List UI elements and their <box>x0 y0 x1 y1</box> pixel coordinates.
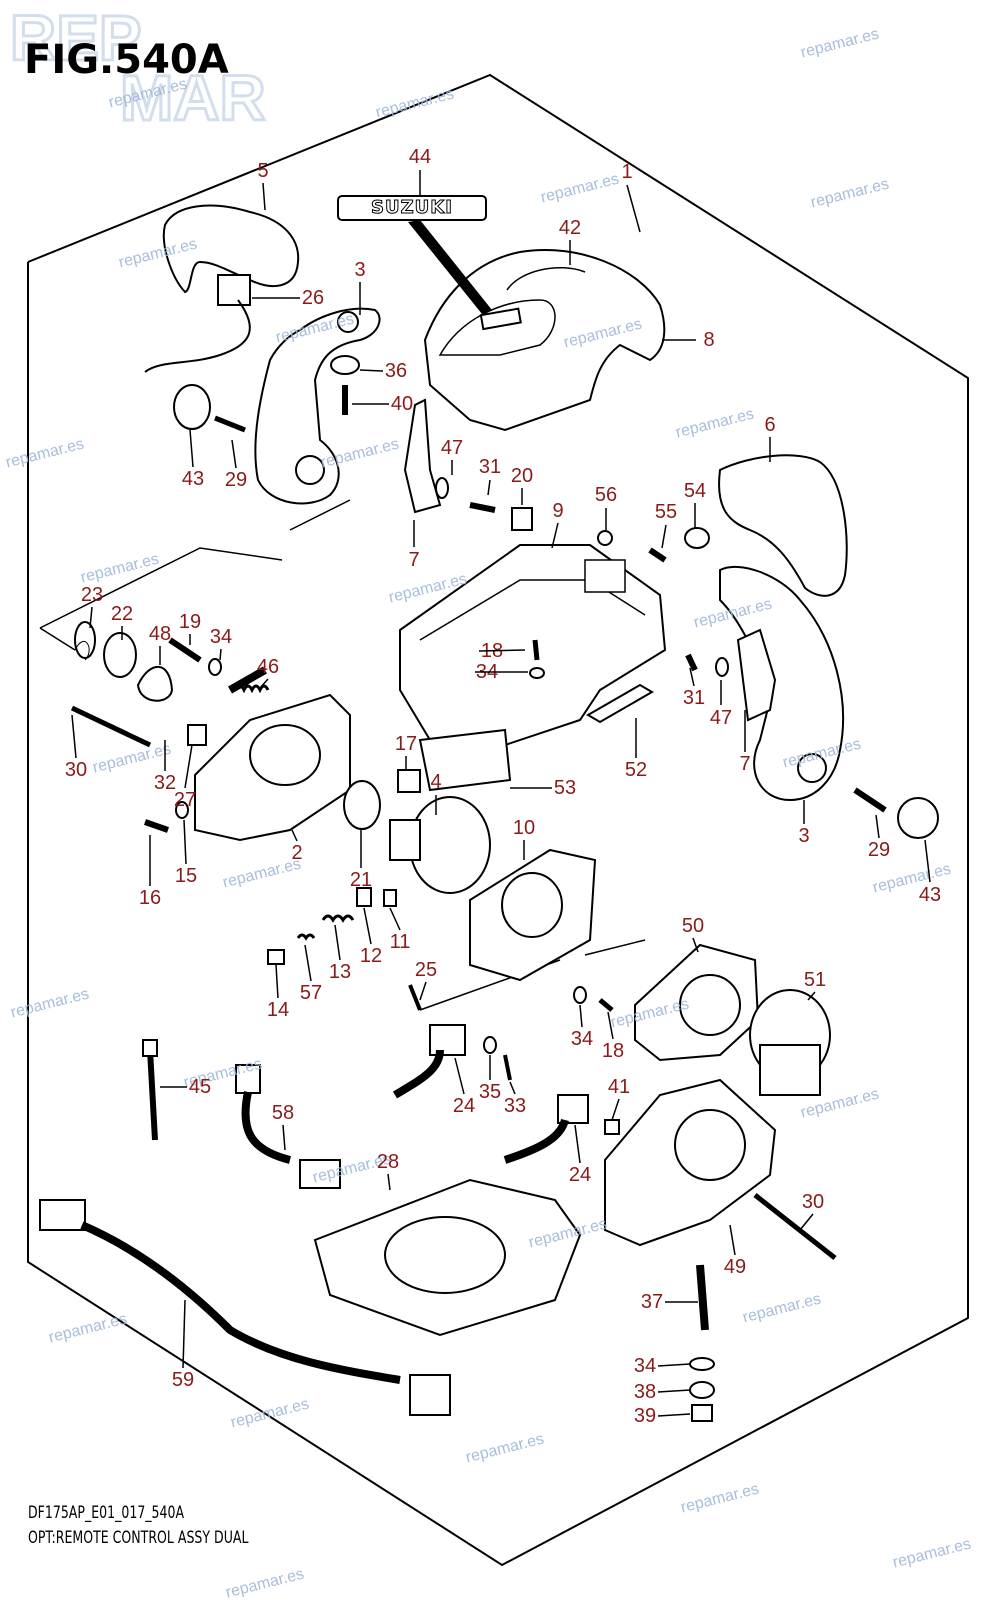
callout-41: 41 <box>607 1076 631 1098</box>
callout-32: 32 <box>153 772 177 794</box>
callout-29: 29 <box>867 839 891 861</box>
callout-30: 30 <box>801 1191 825 1213</box>
callout-14: 14 <box>266 999 290 1021</box>
callout-18: 18 <box>601 1040 625 1062</box>
callout-23: 23 <box>80 584 104 606</box>
callout-47: 47 <box>709 707 733 729</box>
callout-16: 16 <box>138 887 162 909</box>
callout-48: 48 <box>148 623 172 645</box>
callout-39: 39 <box>633 1405 657 1427</box>
callout-54: 54 <box>683 480 707 502</box>
callout-52: 52 <box>624 759 648 781</box>
svg-text:REP: REP <box>10 2 142 74</box>
callout-25: 25 <box>414 959 438 981</box>
callout-38: 38 <box>633 1381 657 1403</box>
callout-46: 46 <box>256 656 280 678</box>
callout-4: 4 <box>430 771 442 793</box>
callout-3: 3 <box>354 259 366 281</box>
callout-49: 49 <box>723 1256 747 1278</box>
callout-7: 7 <box>408 549 420 571</box>
callout-13: 13 <box>328 961 352 983</box>
callout-58: 58 <box>271 1102 295 1124</box>
callout-35: 35 <box>478 1081 502 1103</box>
suzuki-badge <box>337 195 487 221</box>
callout-20: 20 <box>510 465 534 487</box>
callout-40: 40 <box>390 393 414 415</box>
callout-18: 18 <box>480 640 504 662</box>
suzuki-badge-text: SUZUKI <box>371 197 453 219</box>
callout-10: 10 <box>512 817 536 839</box>
callout-56: 56 <box>594 484 618 506</box>
callout-57: 57 <box>299 982 323 1004</box>
callout-34: 34 <box>633 1355 657 1377</box>
callout-12: 12 <box>359 945 383 967</box>
callout-17: 17 <box>394 733 418 755</box>
svg-text:MAR: MAR <box>120 62 266 130</box>
callout-7: 7 <box>739 753 751 775</box>
callout-36: 36 <box>384 360 408 382</box>
callout-31: 31 <box>478 456 502 478</box>
callout-3: 3 <box>798 825 810 847</box>
repamar-logo: REP MAR <box>9 1 268 131</box>
callout-24: 24 <box>452 1095 476 1117</box>
callout-8: 8 <box>703 329 715 351</box>
callout-47: 47 <box>440 437 464 459</box>
callout-42: 42 <box>558 217 582 239</box>
callout-34: 34 <box>475 661 499 683</box>
callout-1: 1 <box>621 161 633 183</box>
callout-9: 9 <box>552 500 564 522</box>
callout-15: 15 <box>174 865 198 887</box>
callout-34: 34 <box>570 1028 594 1050</box>
callout-28: 28 <box>376 1151 400 1173</box>
callout-34: 34 <box>209 626 233 648</box>
callout-30: 30 <box>64 759 88 781</box>
callout-2: 2 <box>291 842 303 864</box>
callout-5: 5 <box>257 160 269 182</box>
top-cover <box>423 248 666 432</box>
callout-37: 37 <box>640 1291 664 1313</box>
callout-21: 21 <box>349 869 373 891</box>
handle-grip-6 <box>718 454 848 597</box>
callout-6: 6 <box>764 414 776 436</box>
callout-59: 59 <box>171 1369 195 1391</box>
callout-43: 43 <box>181 468 205 490</box>
handle-grip-5 <box>162 204 300 294</box>
figure-subtitle: OPT:REMOTE CONTROL ASSY DUAL <box>28 1528 249 1548</box>
callout-27: 27 <box>173 789 197 811</box>
callout-51: 51 <box>803 969 827 991</box>
frame-outline <box>27 73 969 1567</box>
callout-53: 53 <box>553 777 577 799</box>
callout-43: 43 <box>918 884 942 906</box>
callout-45: 45 <box>188 1076 212 1098</box>
callout-26: 26 <box>301 287 325 309</box>
handle-arm-3-left <box>254 307 381 505</box>
callout-19: 19 <box>178 611 202 633</box>
callout-44: 44 <box>408 146 432 168</box>
callout-24: 24 <box>568 1164 592 1186</box>
callout-29: 29 <box>224 469 248 491</box>
callout-31: 31 <box>682 687 706 709</box>
callout-33: 33 <box>503 1095 527 1117</box>
callout-55: 55 <box>654 501 678 523</box>
callout-50: 50 <box>681 915 705 937</box>
figure-title: FIG.540A <box>24 37 229 83</box>
callout-22: 22 <box>110 603 134 625</box>
housing-9 <box>399 544 667 752</box>
figure-code: DF175AP_E01_017_540A <box>28 1503 185 1523</box>
callout-11: 11 <box>389 931 411 953</box>
